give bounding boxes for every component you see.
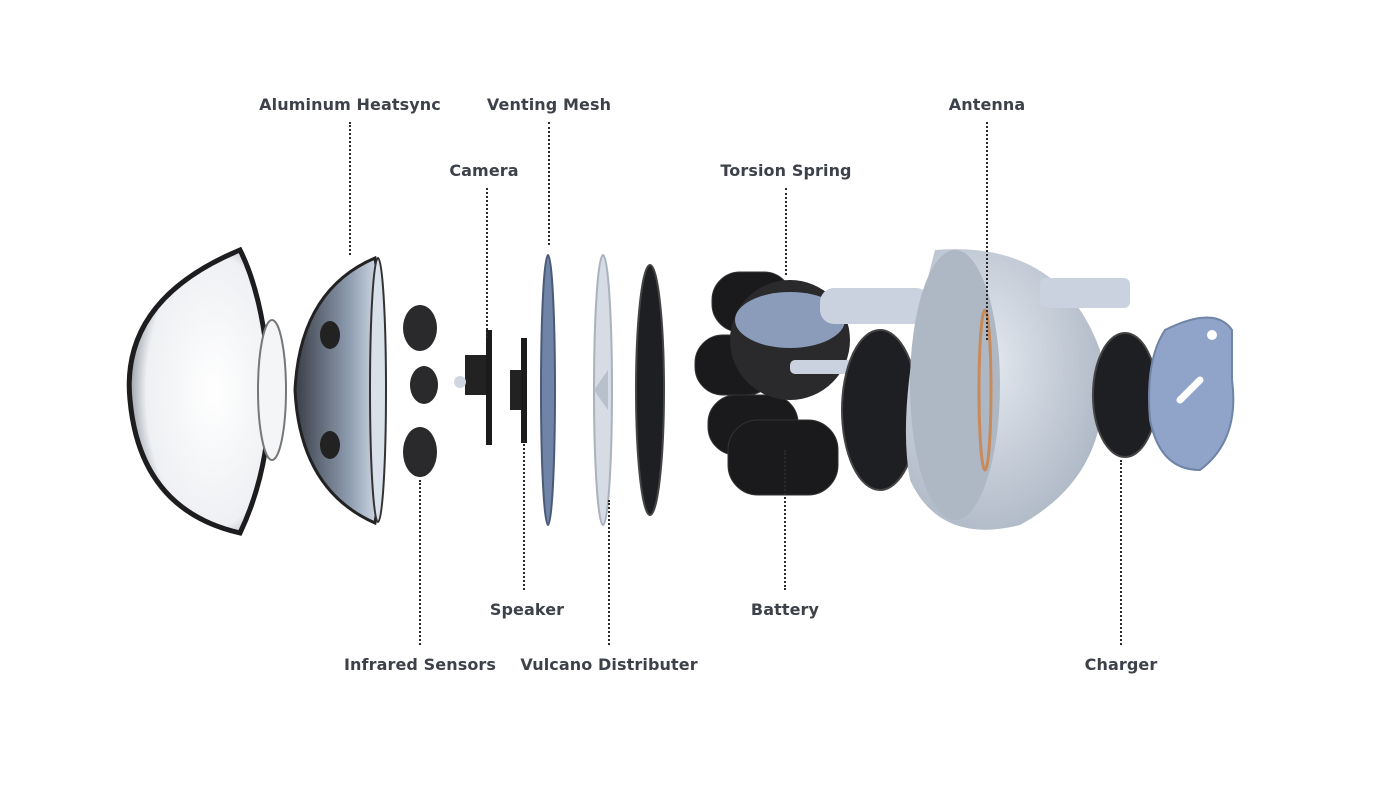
- label-venting-mesh: Venting Mesh: [486, 95, 612, 114]
- venting-mesh-disc: [540, 254, 556, 526]
- label-charger: Charger: [1084, 655, 1158, 674]
- leader-torsion-spring: [785, 188, 787, 275]
- leader-venting-mesh: [548, 122, 550, 245]
- vulcano-distributer: [593, 254, 613, 526]
- infrared-sensors: [403, 305, 438, 477]
- leader-battery: [784, 450, 786, 590]
- label-aluminum-heatsync: Aluminum Heatsync: [259, 95, 441, 114]
- label-antenna: Antenna: [948, 95, 1026, 114]
- label-camera: Camera: [449, 161, 519, 180]
- speaker: [510, 338, 527, 443]
- leader-antenna: [986, 122, 988, 340]
- label-battery: Battery: [750, 600, 820, 619]
- label-infrared-sensors: Infrared Sensors: [343, 655, 497, 674]
- charger-plate: [1148, 316, 1235, 472]
- body-shell: [905, 249, 1130, 530]
- charger-board: [1092, 332, 1158, 458]
- label-speaker: Speaker: [489, 600, 565, 619]
- leader-camera: [486, 188, 488, 338]
- leader-aluminum-heatsync: [349, 122, 351, 255]
- label-vulcano-distributer: Vulcano Distributer: [520, 655, 698, 674]
- leader-infrared-sensors: [419, 480, 421, 645]
- label-torsion-spring: Torsion Spring: [720, 161, 852, 180]
- camera-module: [454, 330, 492, 445]
- leader-vulcano-distributer: [608, 500, 610, 645]
- aluminum-heatsync: [293, 255, 387, 526]
- circuit-board: [635, 264, 665, 516]
- leader-speaker: [523, 440, 525, 590]
- torsion-spring: [730, 280, 930, 400]
- glass-dome: [126, 246, 287, 536]
- leader-charger: [1120, 460, 1122, 645]
